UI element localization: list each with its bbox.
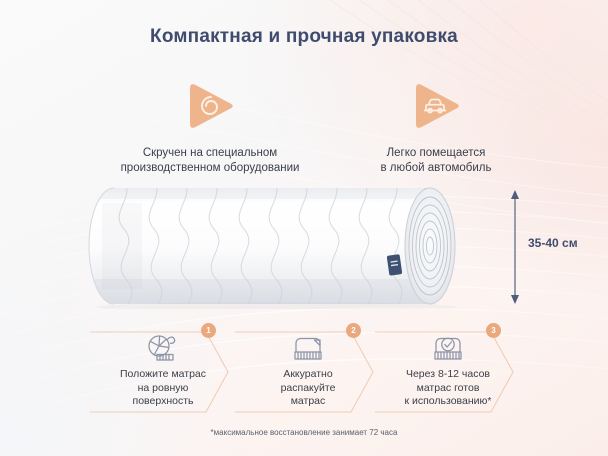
step-outline (90, 331, 229, 413)
steps-container: Положите матрас на ровную поверхность 1 (88, 323, 528, 418)
step-card-2: Аккуратно распакуйте матрас 2 (233, 323, 383, 418)
car-icon (416, 84, 459, 128)
brand-tag (386, 254, 403, 276)
step-line-1: Положите матрас (119, 368, 207, 380)
step-line-2: матрас готов (416, 381, 480, 394)
mattress-check-icon (434, 337, 462, 360)
step-line-2: на ровную (137, 381, 189, 394)
step-line-3: матрас (290, 395, 326, 407)
feature-rolled-on-equipment: Скручен на специальном производственном … (96, 80, 324, 176)
unpack-mattress-icon (294, 337, 322, 360)
feature-line-1: Скручен на специальном (142, 147, 278, 159)
feature-line-2: производственном оборудовании (120, 162, 300, 174)
step-number-badge: 3 (486, 323, 501, 338)
dimension-label: 35-40 см (528, 236, 578, 250)
step-outline (375, 331, 514, 413)
feature-line-2: в любой автомобиль (380, 162, 492, 174)
feature-line-1: Легко помещается (386, 147, 486, 159)
footnote: *максимальное восстановление занимает 72… (210, 428, 398, 437)
step-line-1: Аккуратно (283, 368, 333, 380)
step-outline (235, 331, 374, 413)
step-line-1: Через 8-12 часов (405, 368, 491, 380)
step-card-3: Через 8-12 часов матрас готов к использо… (373, 323, 523, 418)
page-title: Компактная и прочная упаковка (150, 26, 458, 47)
step-line-3: поверхность (132, 395, 194, 407)
dimension-indicator: 35-40 см (502, 186, 608, 308)
rolled-mattress-icon (148, 335, 176, 361)
feature-fits-any-car: Легко помещается в любой автомобиль (346, 80, 526, 176)
spiral-roll-icon (190, 84, 233, 128)
step-number-badge: 2 (346, 323, 361, 338)
step-line-3: к использованию* (404, 395, 492, 407)
step-number-badge: 1 (201, 323, 216, 338)
rolled-mattress-image (62, 183, 492, 312)
step-line-2: распакуйте (280, 381, 336, 394)
step-card-1: Положите матрас на ровную поверхность 1 (88, 323, 238, 418)
